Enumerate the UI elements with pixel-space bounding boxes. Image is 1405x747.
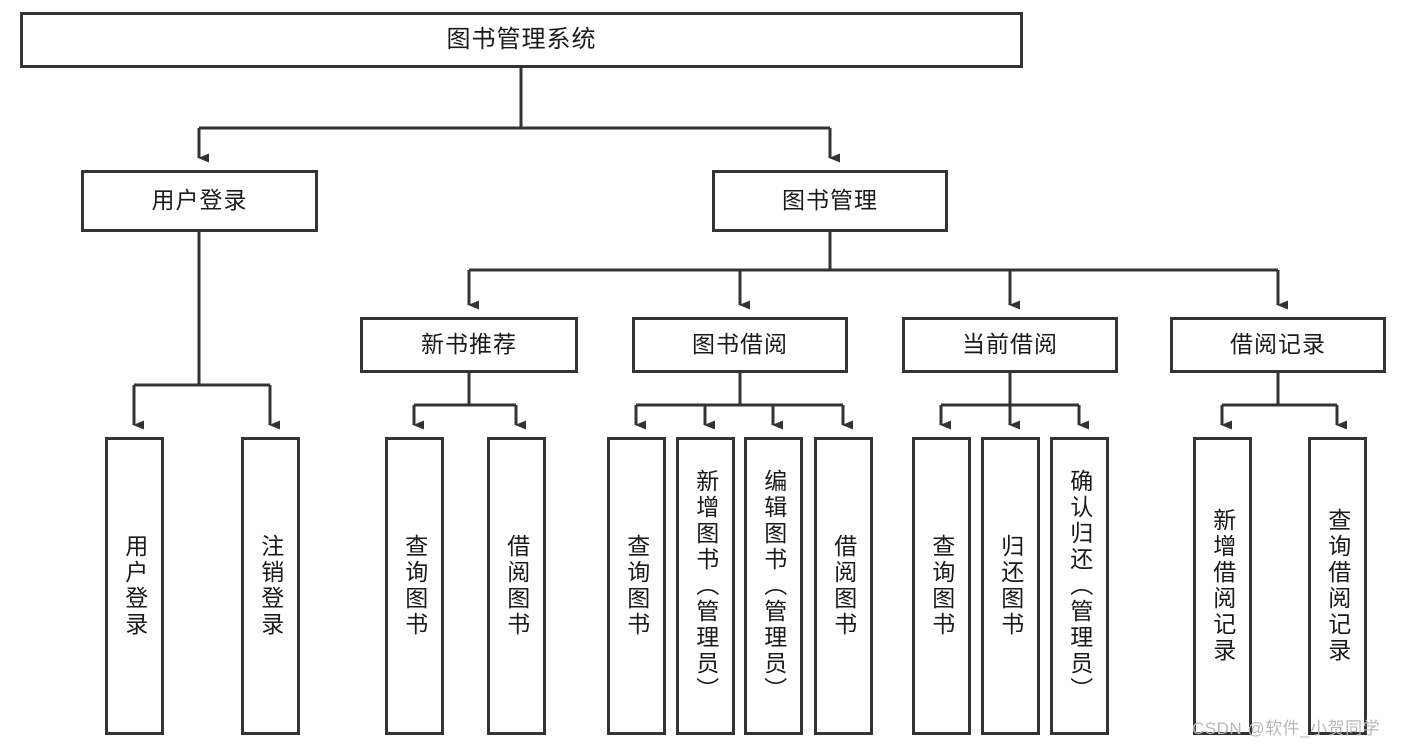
node-label: 查询借阅记录 (1324, 508, 1351, 664)
node-book-borrow[interactable]: 图书借阅 (632, 317, 848, 373)
node-user-login[interactable]: 用户登录 (81, 170, 318, 232)
node-label: 当前借阅 (962, 331, 1058, 358)
node-label: 归还图书 (997, 534, 1024, 638)
leaf-borrow-borrow-book[interactable]: 借阅图书 (814, 437, 873, 735)
node-label: 查询图书 (623, 534, 650, 638)
node-label: 用户登录 (151, 187, 248, 214)
watermark: CSDN @软件_小贺同学 (1192, 719, 1381, 738)
node-label: 新书推荐 (421, 331, 517, 358)
node-label: 借阅图书 (503, 534, 530, 638)
node-label: 查询图书 (401, 534, 428, 638)
leaf-newbook-query-book[interactable]: 查询图书 (385, 437, 444, 735)
node-label: 借阅图书 (830, 534, 857, 638)
leaf-borrow-add-book-admin[interactable]: 新增图书（管理员） (676, 437, 735, 735)
node-label: 借阅记录 (1230, 331, 1326, 358)
node-label: 新增借阅记录 (1209, 508, 1236, 664)
leaf-current-query-book[interactable]: 查询图书 (912, 437, 971, 735)
leaf-current-confirm-return-admin[interactable]: 确认归还（管理员） (1050, 437, 1109, 735)
leaf-newbook-borrow-book[interactable]: 借阅图书 (487, 437, 546, 735)
leaf-user-logout[interactable]: 注销登录 (241, 437, 300, 735)
node-current-borrow[interactable]: 当前借阅 (902, 317, 1118, 373)
leaf-record-query-record[interactable]: 查询借阅记录 (1308, 437, 1367, 735)
node-label: 用户登录 (121, 534, 148, 638)
leaf-user-login[interactable]: 用户登录 (105, 437, 164, 735)
node-root-system[interactable]: 图书管理系统 (20, 12, 1023, 68)
node-label: 注销登录 (257, 534, 284, 638)
node-label: 确认归还（管理员） (1066, 469, 1093, 703)
leaf-borrow-edit-book-admin[interactable]: 编辑图书（管理员） (744, 437, 803, 735)
node-borrow-record[interactable]: 借阅记录 (1170, 317, 1386, 373)
node-label: 图书借阅 (692, 331, 788, 358)
node-label: 图书管理 (782, 187, 878, 214)
node-new-book-recommend[interactable]: 新书推荐 (360, 317, 578, 373)
node-book-management[interactable]: 图书管理 (712, 170, 948, 232)
leaf-borrow-query-book[interactable]: 查询图书 (607, 437, 666, 735)
node-label: 图书管理系统 (446, 25, 597, 53)
node-label: 新增图书（管理员） (692, 469, 719, 703)
node-label: 查询图书 (928, 534, 955, 638)
leaf-record-add-record[interactable]: 新增借阅记录 (1193, 437, 1252, 735)
node-label: 编辑图书（管理员） (760, 469, 787, 703)
leaf-current-return-book[interactable]: 归还图书 (981, 437, 1040, 735)
